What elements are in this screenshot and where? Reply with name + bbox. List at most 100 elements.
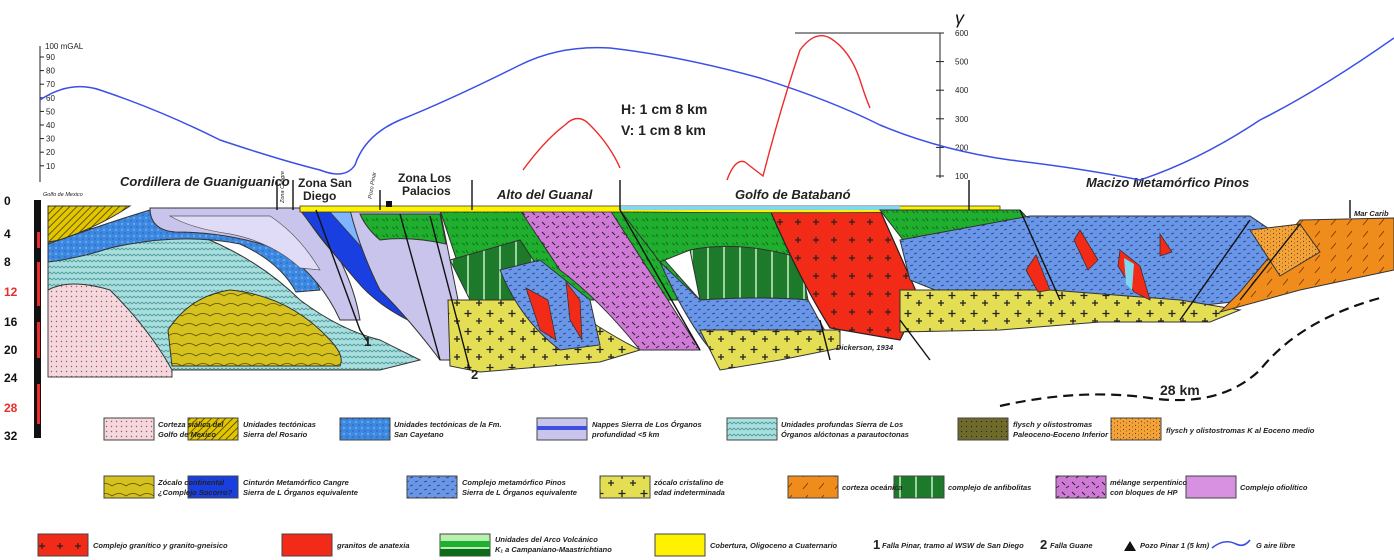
label-san-diego-1: Zona San [298,176,352,190]
pinos-granite-c [1159,232,1173,257]
legend-arc-2: K₁ a Campaniano-Maastrichtiano [495,545,612,554]
gravity-tick-10: 10 [46,162,55,171]
legend-ophiolite: Complejo ofiolítico [1240,483,1308,492]
depth-label-0: 0 [4,194,11,208]
legend-flysch-pal-1: flysch y olistostromas [1013,420,1092,429]
fault-number-1: 1 [364,334,371,349]
label-san-diego-2: Diego [303,189,336,203]
gravity-tick-80: 80 [46,67,55,76]
legend-row-3: Complejo granítico y granito-gneisico gr… [37,533,1295,557]
section-body [47,205,1394,408]
caribbean-ocean-crust [1218,217,1394,313]
caribbean-flysch [1249,223,1321,277]
pinos-granite-d [1025,254,1051,293]
legend-cayetano-1: Unidades tectónicas de la Fm. [394,420,502,429]
depth-label-4: 4 [4,227,11,241]
legend-gulf-crust-1: Corteza siálica del [158,420,224,429]
moho-line [999,296,1381,408]
legend-flysch-pal-2: Paleoceno-Eoceno Inferior [1013,430,1109,439]
label-gulf: Golfo de Mexico [43,192,83,198]
magnetic-anomaly-a [522,117,621,171]
legend-cangre-1: Cinturón Metamórfico Cangre [243,478,349,487]
gravity-unit: 100 mGAL [45,42,84,51]
legend-flysch-k: flysch y olistostromas K al Eoceno medio [1166,426,1315,435]
gravity-tick-60: 60 [46,94,55,103]
legend: Corteza siálica del Golfo de Mexico Unid… [37,417,1315,557]
legend-symbol-1: 1 [873,537,880,552]
gravity-tick-30: 30 [46,135,55,144]
depth-label-32: 32 [4,429,18,443]
legend-pinos-1: Complejo metamórfico Pinos [462,478,566,487]
gravity-profile-line [39,37,1394,181]
legend-rosario-1: Unidades tectónicas [243,420,316,429]
legend-granite-complex: Complejo granítico y granito-gneisico [93,541,228,550]
gravity-tick-90: 90 [46,53,55,62]
pinos-granite-a [1073,229,1099,271]
gamma-symbol: γ [955,8,965,28]
depth-label-20: 20 [4,343,18,357]
magnetic-tick-300: 300 [955,115,969,124]
gravity-curve-icon [1211,539,1251,549]
guanal-granite-a [525,287,557,341]
fault-number-2: 2 [471,367,478,382]
dickerson-citation: Dickerson, 1934 [836,343,894,352]
legend-arc-1: Unidades del Arco Volcánico [495,535,598,544]
legend-socorro-2: ¿Complejo Socorro? [158,488,233,497]
nappes-inner [168,215,321,271]
guanal-melange [519,209,701,351]
gravity-tick-70: 70 [46,80,55,89]
legend-gulf-crust-2: Golfo de Mexico [158,430,216,439]
legend-melange-1: mélange serpentínico [1110,478,1188,487]
faults [315,209,1301,371]
depth-label-8: 8 [4,255,11,269]
label-cordillera: Cordillera de Guaniguanico [120,174,290,189]
legend-amphibolite: complejo de anfibolitas [948,483,1031,492]
scale-v: V: 1 cm 8 km [621,122,706,138]
label-batabano: Golfo de Batabanó [735,187,851,202]
legend-nappes-1: Nappes Sierra de Los Órganos [592,420,702,429]
magnetic-tick-600: 600 [955,29,969,38]
pinos-water-lens [1124,258,1134,290]
triangle-icon [1124,541,1136,551]
legend-anatexis: granitos de anatexia [336,541,410,550]
palacios-arc-strip [359,213,447,245]
legend-socorro-1: Zócalo continental [157,478,225,487]
magnetic-tick-500: 500 [955,58,969,67]
legend-cover: Cobertura, Oligoceno a Cuaternario [710,541,838,550]
legend-cayetano-2: San Cayetano [394,430,444,439]
label-zone-small: Zona Cangre [280,171,286,204]
legend-pinos-2: Sierra de L Órganos equivalente [462,488,577,497]
batabano-basement [699,329,841,371]
gravity-tick-50: 50 [46,107,55,116]
scale-h: H: 1 cm 8 km [621,101,707,117]
legend-row-2: Zócalo continental ¿Complejo Socorro? Ci… [103,475,1308,499]
zone-separators [276,180,1351,218]
socorro-basement [167,289,342,367]
legend-oceanic: corteza oceánica [842,483,902,492]
label-palacios-1: Zona Los [398,171,452,185]
label-guanal: Alto del Guanal [496,187,593,202]
legend-nappes-2: profundidad <5 km [591,430,660,439]
legend-gravity: G aire libre [1256,541,1295,550]
magnetic-tick-200: 200 [955,143,969,152]
depth-label-16: 16 [4,315,18,329]
moho-depth: 28 km [1160,382,1200,398]
legend-basement-1: zócalo cristalino de [653,478,724,487]
legend-fault-guane: Falla Guane [1050,541,1093,550]
legend-fault-pinar: Falla Pinar, tramo al WSW de San Diego [882,541,1024,550]
pinos-basement [899,289,1242,333]
pozo-marker [386,201,392,207]
legend-deep-2: Órganos alóctonas a parautoctonas [781,430,909,439]
palacios-units [349,209,471,361]
guanal-granite-b [565,280,583,341]
batabano-anatexis [769,209,921,341]
label-caribe: Mar Carib [1354,209,1389,218]
legend-basement-2: edad indeterminada [654,488,725,497]
depth-label-28: 28 [4,401,18,415]
gravity-tick-40: 40 [46,121,55,130]
legend-pozo: Pozo Pinar 1 (5 km) [1140,541,1210,550]
legend-cangre-2: Sierra de L Órganos equivalente [243,488,358,497]
